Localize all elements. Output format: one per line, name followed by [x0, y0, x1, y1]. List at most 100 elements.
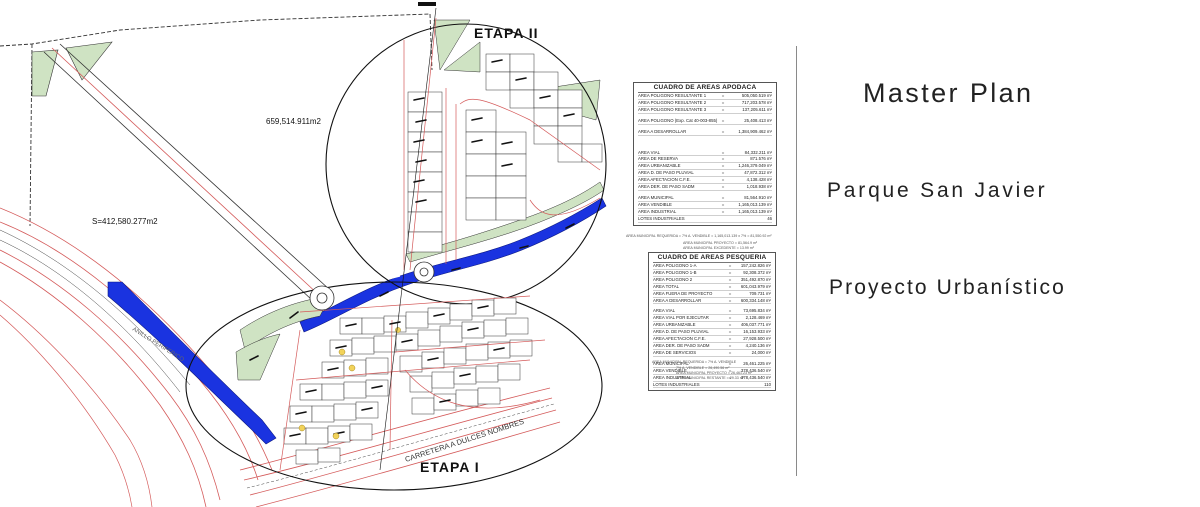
row-value: 378,436.540 m²: [740, 367, 771, 373]
table-row: AREA VENDIBLE=1,165,013.139 m²: [638, 202, 772, 209]
green-areas-north: [31, 41, 113, 97]
row-value: 73,695.834 m²: [743, 308, 771, 314]
row-value: 25,408.413 m²: [744, 117, 772, 123]
row-value: 505,050.519 m²: [741, 93, 772, 98]
pesqueria-note: AREA MUNICIPAL RESTANTE = 29.33 m²: [676, 376, 744, 380]
row-label: AREA TOTAL: [653, 283, 680, 289]
row-label: AREA POLIGONO 1-A: [653, 263, 697, 268]
table-row: AREA D. DE PASO PLUVIAL=16,153.933 m²: [653, 329, 771, 337]
row-value: 601,043.979 m²: [740, 283, 771, 289]
row-value: 600,334.148 m²: [740, 297, 771, 303]
etapa-i-label: ETAPA I: [420, 459, 480, 475]
apodaca-note: AREA MUNICIPAL REQUERIDA = 7% A. VENDIBL…: [626, 234, 772, 238]
row-eq: =: [721, 128, 725, 134]
row-label: AREA VIAL: [638, 149, 660, 155]
table-row: AREA POLIGONO 2 = 351,492.870 m²: [653, 277, 771, 284]
row-label: AREA MUNICIPAL: [638, 194, 674, 200]
row-eq: =: [728, 297, 732, 303]
row-label: AREA POLIGONO 1-B: [653, 269, 697, 275]
row-label: AREA A DESARROLLAR: [653, 297, 702, 303]
row-label: AREA URBANIZABLE: [653, 322, 696, 328]
row-label: AREA INDUSTRIAL: [638, 208, 677, 214]
table-row: AREA POLIGONO RESULTANTE 2=717,203.578 m…: [638, 100, 772, 107]
title-master-plan: Master Plan: [863, 78, 1034, 108]
row-value: 27,928.500 m²: [743, 336, 771, 342]
roundabouts: [309, 261, 435, 311]
etapa-i-roads: [279, 295, 546, 471]
row-label: AREA INDUSTRIAL: [653, 374, 692, 380]
row-label: AREA D. DE PASO PLUVIAL: [638, 170, 694, 176]
area-label-north: 659,514.911m2: [266, 117, 322, 126]
peripheral-highway: [0, 207, 273, 507]
table-row: AREA POLIGONO 1-A=157,242.826 m²: [653, 263, 771, 270]
row-value: 378,436.540 m²: [740, 374, 771, 380]
row-label: AREA POLIGONO (Exp. Cat 40-003-855): [638, 117, 718, 123]
table-row: AREA VIAL POR EJECUTAR=2,128.469 m²: [653, 315, 771, 323]
row-eq: =: [721, 208, 725, 214]
row-label: AREA AFECTACION C.F.E.: [638, 177, 691, 183]
table-row: AREA URBANIZABLE=406,037.771 m²: [653, 322, 771, 330]
property-boundary: [0, 13, 433, 227]
pesqueria-note: 7% A. VENDIBLE = 26,490.56 m²: [676, 366, 730, 370]
row-label: AREA URBANIZABLE: [638, 163, 681, 169]
row-value: 81,564.910 m²: [744, 194, 772, 200]
table-row: AREA MUNICIPAL=26,461.225 m²: [653, 361, 771, 368]
table-row: AREA A DESARROLLAR=1,384,909.462 m²: [638, 129, 772, 136]
table-row: AREA INDUSTRIAL=378,436.540 m²: [653, 375, 771, 382]
row-label: AREA DER. DE PASO SADM: [638, 184, 695, 190]
table-row: AREA AFECTACION C.F.E. = 27,928.500 m²: [653, 336, 771, 343]
row-label: AREA POLIGONO 2: [653, 276, 693, 282]
row-eq: =: [721, 93, 725, 98]
etapa-ii-lots: [407, 53, 603, 253]
table-row: AREA DE RESERVA=871.576 m²: [638, 156, 772, 164]
row-eq: =: [728, 290, 732, 296]
row-label: AREA AFECTACION C.F.E.: [653, 336, 706, 342]
row-label: AREA POLIGONO RESULTANTE 2: [638, 99, 707, 105]
row-eq: =: [721, 201, 725, 207]
pesqueria-note: AREA MUNICIPAL REQUERIDA = 7% A. VENDIBL…: [652, 360, 737, 364]
row-value: 406,037.771 m²: [740, 322, 771, 328]
row-eq: =: [728, 360, 732, 366]
table-row: AREA TOTAL=601,043.979 m²: [653, 284, 771, 291]
row-value: 1,384,909.462 m²: [738, 128, 772, 134]
row-eq: =: [728, 263, 732, 268]
row-eq: =: [728, 269, 732, 275]
pesqueria-note: AREA MUNICIPAL PROYECTO = 26,461.23 m²: [676, 371, 753, 375]
row-label: AREA VENDIBLE: [638, 201, 672, 207]
row-label: AREA DER. DE PASO SADM: [653, 342, 710, 348]
row-eq: =: [721, 184, 725, 190]
row-value: 4,138.428 m²: [746, 177, 772, 183]
row-eq: =: [721, 170, 725, 176]
table-row: AREA AFECTACION C.F.E.=4,138.428 m²: [638, 177, 772, 185]
area-table-apodaca: CUADRO DE AREAS APODACA AREA POLIGONO RE…: [633, 82, 777, 226]
survey-markers: [298, 327, 401, 440]
area-table-apodaca-rows: AREA POLIGONO RESULTANTE 1=505,050.519 m…: [638, 92, 772, 223]
row-eq: =: [721, 99, 725, 105]
table-row: AREA POLIGONO (Exp. Cat 40-003-855)=25,4…: [638, 118, 772, 125]
area-label-west: S=412,580.277m2: [92, 217, 158, 226]
table-row: AREA DE SERVICIOS=24,000 m²: [653, 350, 771, 357]
row-eq: =: [721, 106, 725, 112]
table-row: AREA POLIGONO 1-B=92,308.372 m²: [653, 270, 771, 277]
apodaca-note: AREA MUNICIPAL PROYECTO = 81,564.9 m²: [683, 241, 758, 245]
row-value: 1,165,013.139 m²: [738, 208, 772, 214]
row-eq: =: [721, 194, 725, 200]
row-label: AREA VENDIBLE: [653, 367, 687, 373]
table-row: AREA DER. DE PASO SADM=4,240.136 m²: [653, 343, 771, 350]
row-value: 24,000 m²: [751, 349, 771, 355]
area-table-pesqueria-rows: AREA POLIGONO 1-A=157,242.826 m² AREA PO…: [653, 262, 771, 389]
row-eq: =: [728, 276, 732, 282]
etapa-ii-label: ETAPA II: [474, 25, 539, 41]
row-value: 1,018.938 m²: [746, 184, 772, 190]
row-eq: =: [728, 336, 732, 342]
row-value: 137,205.611 m²: [742, 106, 772, 112]
row-value: 709.731 m²: [749, 290, 771, 296]
table-row: AREA VIAL=84,332.211 m²: [638, 150, 772, 157]
row-value: 351,492.870 m²: [740, 276, 771, 282]
row-value: 26,461.225 m²: [743, 360, 771, 366]
row-label: AREA DE RESERVA: [638, 156, 678, 162]
lot-footprint-marks: [249, 59, 575, 437]
row-label: AREA VIAL POR EJECUTAR: [653, 315, 709, 321]
table-row: AREA D. DE PASO PLUVIAL=47,872.312 m²: [638, 170, 772, 178]
